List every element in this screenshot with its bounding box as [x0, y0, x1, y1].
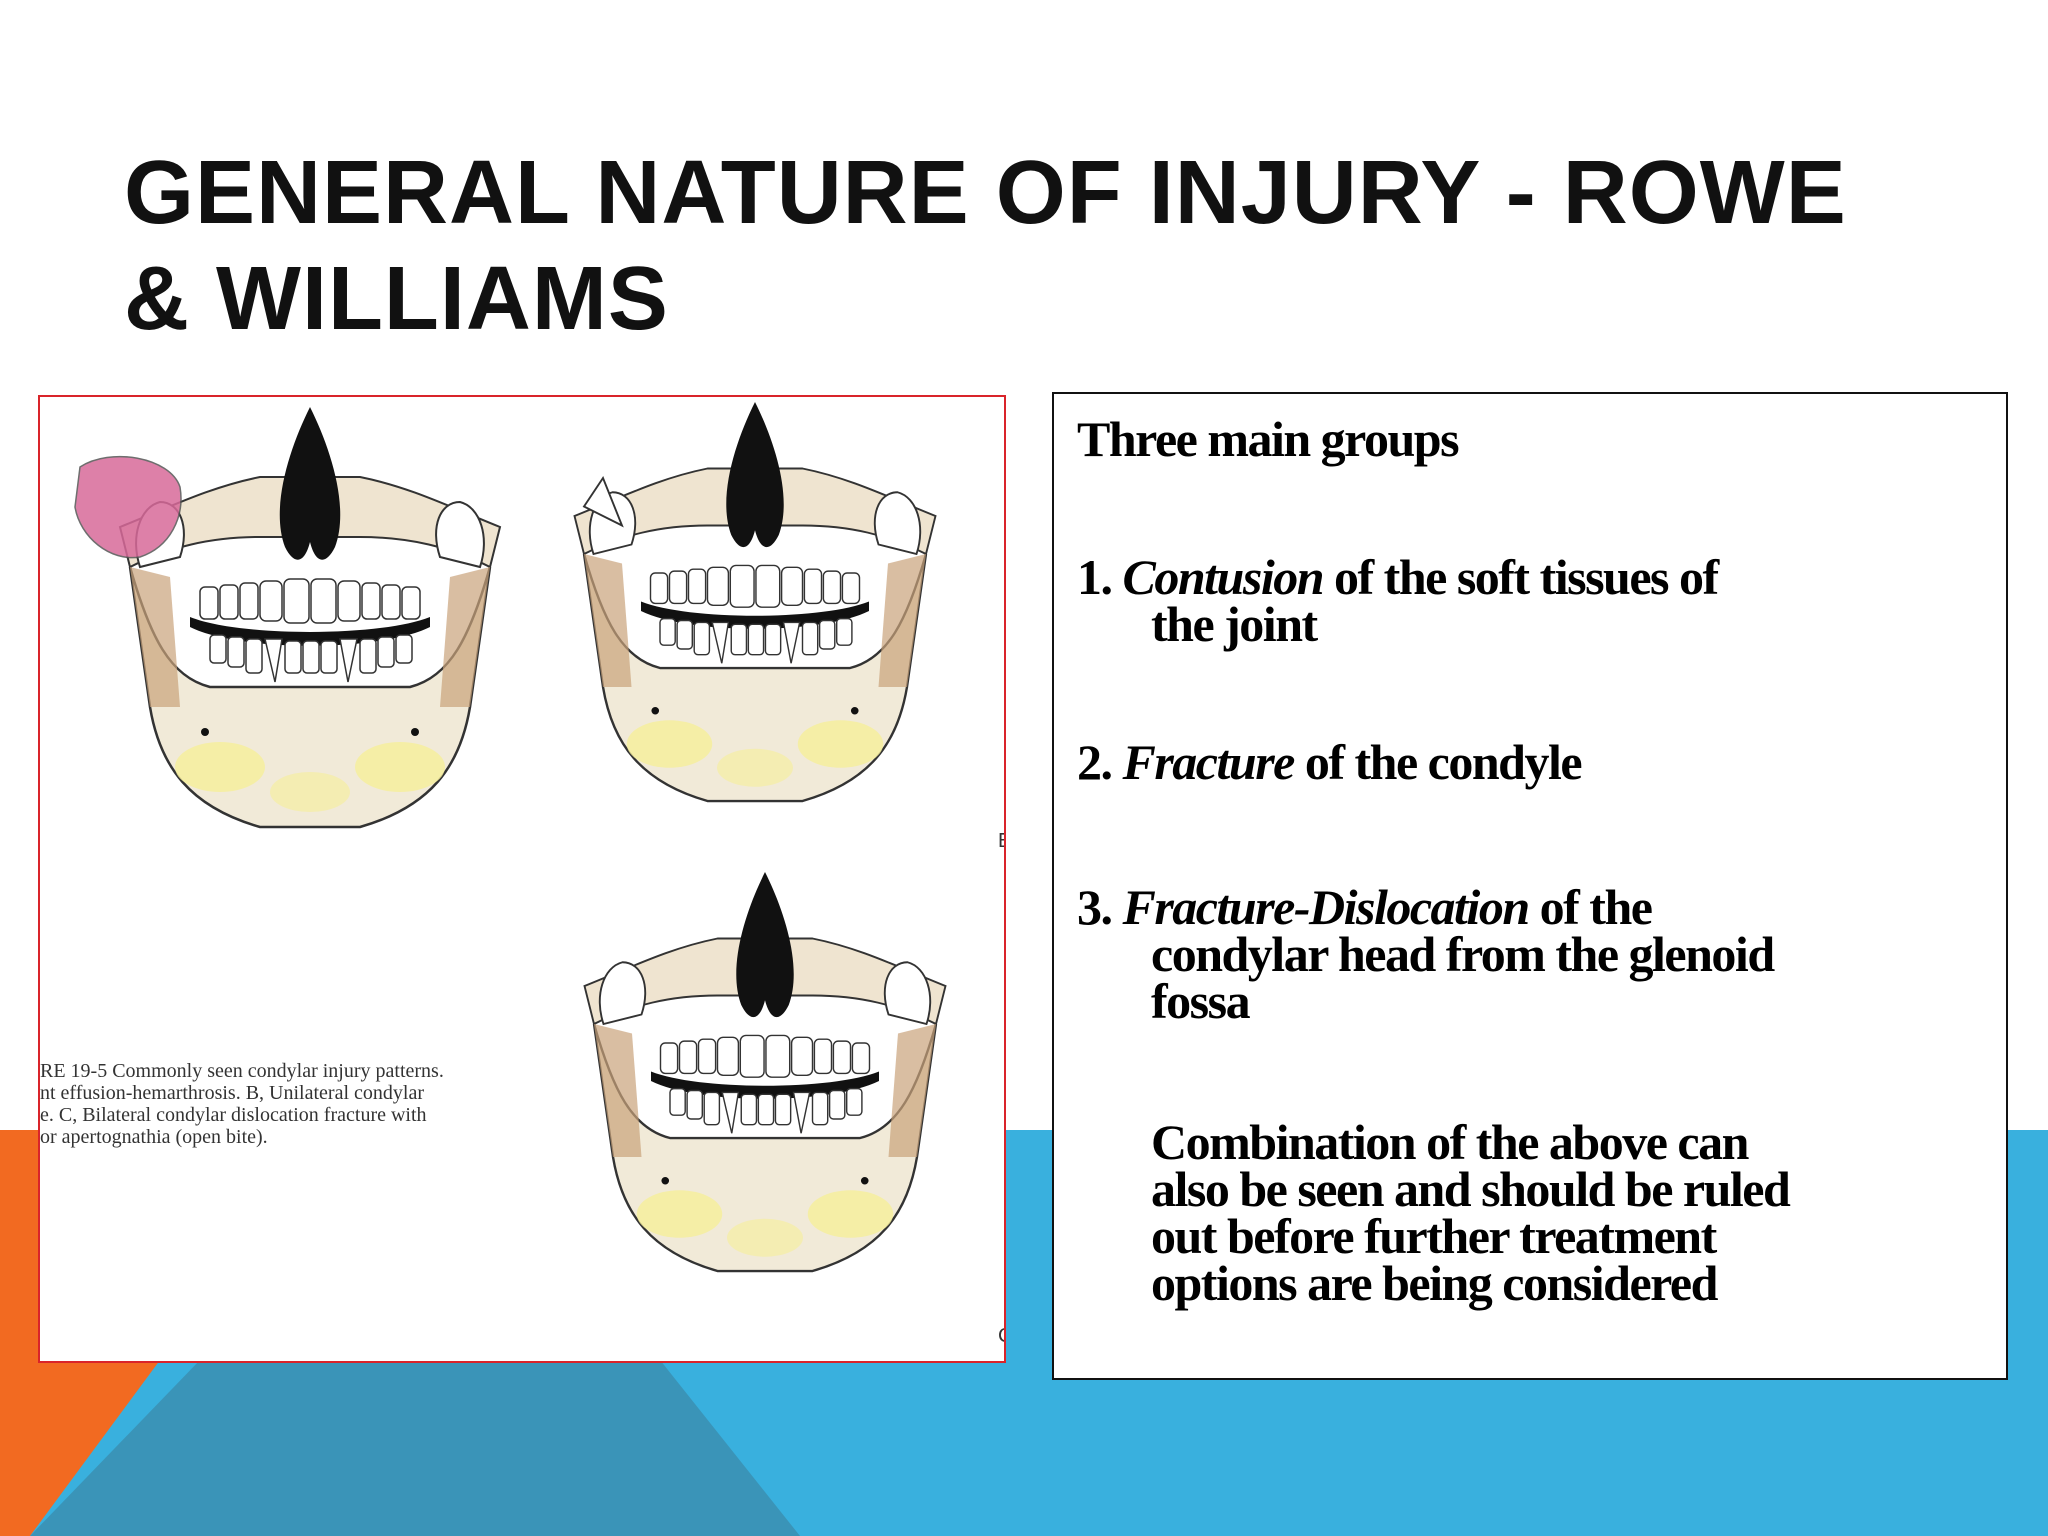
- jaw-illustration-c: [583, 870, 947, 1273]
- jaw-illustration-figure: E C RE 19-5 Commonly seen condylar injur…: [38, 395, 1006, 1363]
- list-item-fracture-dislocation: 3. Fracture-Dislocation of the condylar …: [1077, 882, 1775, 1029]
- item-text-continued: fossa: [1151, 973, 1251, 1029]
- slide-title: GENERAL NATURE OF INJURY - ROWE & WILLIA…: [124, 143, 1847, 349]
- note-line: also be seen and should be ruled: [1151, 1161, 1791, 1217]
- note-line: out before further treatment: [1151, 1208, 1717, 1264]
- caption-line: nt effusion-hemarthrosis. B, Unilateral …: [40, 1082, 424, 1104]
- item-text: of the soft tissues of: [1334, 549, 1719, 605]
- combination-note: Combination of the above can also be see…: [1077, 1114, 1791, 1311]
- note-line: options are being considered: [1151, 1255, 1718, 1311]
- jaw-illustration-a: [74, 405, 502, 829]
- item-text-continued: condylar head from the glenoid: [1151, 926, 1775, 982]
- item-text-continued: the joint: [1151, 596, 1318, 652]
- list-item-contusion: 1. Contusion of the soft tissues of the …: [1077, 552, 1719, 652]
- item-number: 2.: [1077, 734, 1113, 790]
- figure-caption: RE 19-5 Commonly seen condylar injury pa…: [40, 1060, 510, 1148]
- edge-letter-c: C: [998, 1325, 1006, 1347]
- item-number: 1.: [1077, 549, 1113, 605]
- list-item-fracture: 2. Fracture of the condyle: [1077, 737, 1583, 787]
- item-term: Contusion: [1122, 549, 1325, 605]
- caption-line: or apertognathia (open bite).: [40, 1126, 268, 1148]
- note-line: Combination of the above can: [1151, 1114, 1749, 1170]
- item-number: 3.: [1077, 879, 1113, 935]
- item-text: of the condyle: [1304, 734, 1583, 790]
- item-term: Fracture-Dislocation: [1122, 879, 1531, 935]
- content-text-box: Three main groups 1. Contusion of the so…: [1052, 392, 2008, 1380]
- jaw-illustration-b: [573, 400, 937, 803]
- caption-line: e. C, Bilateral condylar dislocation fra…: [40, 1104, 427, 1126]
- groups-heading: Three main groups: [1077, 411, 1460, 467]
- edge-letter-b: E: [998, 830, 1006, 852]
- jaw-illustrations: E C: [74, 400, 1006, 1347]
- caption-line: RE 19-5 Commonly seen condylar injury pa…: [40, 1060, 444, 1082]
- item-term: Fracture: [1122, 734, 1296, 790]
- dark-blue-band: [30, 1360, 800, 1536]
- item-text: of the: [1539, 879, 1653, 935]
